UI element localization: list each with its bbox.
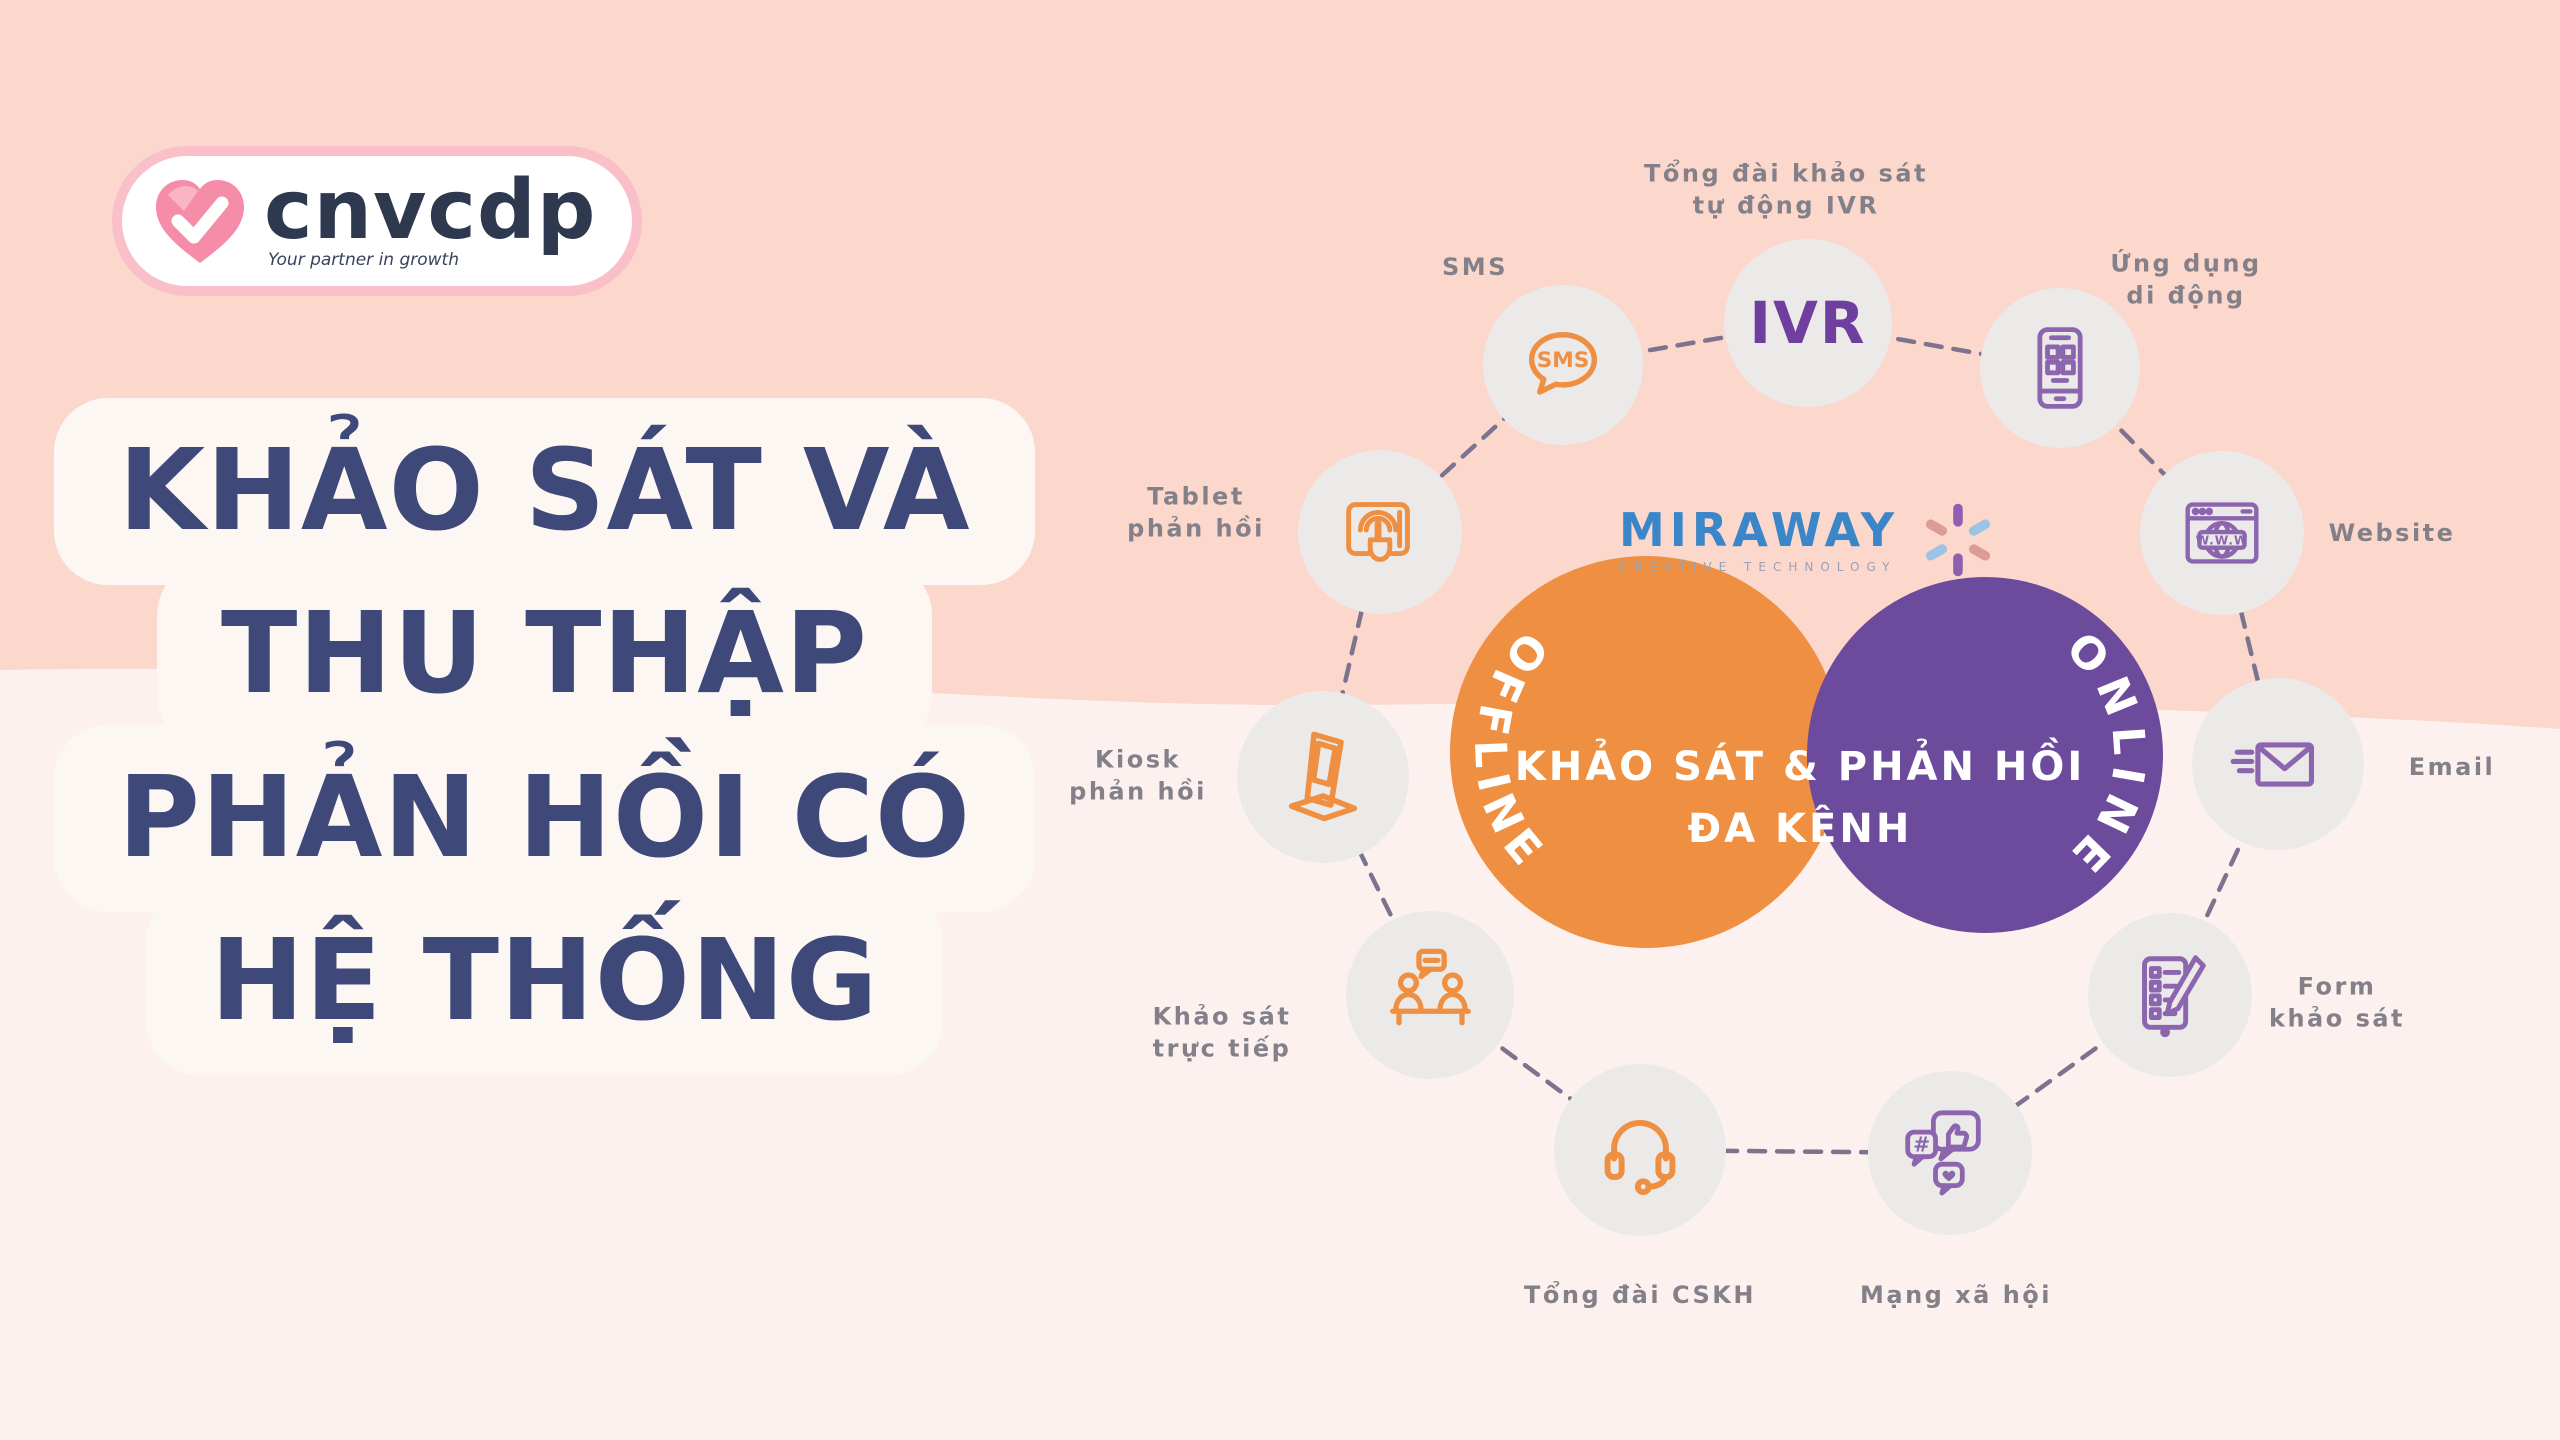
svg-text:W.W.W: W.W.W bbox=[2196, 533, 2249, 547]
node-label-call-center: Tổng đài CSKH bbox=[1524, 1280, 1756, 1309]
sms-bubble-icon: SMS bbox=[1528, 332, 1598, 395]
headline-line: HỆ THỐNG bbox=[146, 888, 943, 1076]
node-label-tablet: Tablet phản hồi bbox=[1127, 482, 1265, 543]
cnvcdp-brand-name: cnvcdp bbox=[264, 163, 597, 259]
node-label-social-media: Mạng xã hội bbox=[1859, 1280, 2053, 1309]
headline-line: THU THẬP bbox=[157, 561, 932, 749]
node-email bbox=[2192, 678, 2364, 850]
people-meeting-icon bbox=[1389, 948, 1471, 1025]
node-mobile-app bbox=[1980, 288, 2140, 448]
heart-icon bbox=[156, 180, 244, 263]
svg-text:SMS: SMS bbox=[1537, 348, 1590, 373]
node-label-direct-survey: Khảo sát trực tiếp bbox=[1152, 1002, 1292, 1063]
cnvcdp-wordmark: cnvcdp Your partner in growth bbox=[264, 163, 597, 270]
node-ivr: IVR bbox=[1724, 239, 1892, 407]
node-direct-survey bbox=[1346, 911, 1514, 1079]
headline: KHẢO SÁT VÀ THU THẬP PHẢN HỒI CÓ HỆ THỐN… bbox=[52, 398, 1037, 1076]
offline-circle bbox=[1450, 556, 1842, 948]
node-label-email: Email bbox=[2408, 752, 2496, 781]
node-label-ivr: Tổng đài khảo sát tự động IVR bbox=[1644, 159, 1928, 220]
social-bubbles-icon: # bbox=[1904, 1109, 1981, 1195]
miraway-logo: MIRAWAY CREATIVE TECHNOLOGY bbox=[1619, 497, 2001, 583]
node-label-survey-form: Form khảo sát bbox=[2268, 972, 2406, 1033]
headset-icon bbox=[1604, 1120, 1676, 1196]
kiosk-icon bbox=[1288, 731, 1358, 822]
miraway-wordmark: MIRAWAY CREATIVE TECHNOLOGY bbox=[1619, 507, 1899, 574]
venn-title-line2: ĐA KÊNH bbox=[1688, 804, 1913, 852]
online-circle bbox=[1807, 577, 2163, 933]
node-label-mobile-app: Ứng dụng di động bbox=[2110, 249, 2262, 310]
node-website: W.W.W bbox=[2140, 451, 2304, 615]
node-survey-form bbox=[2088, 913, 2252, 1077]
tablet-touch-icon bbox=[1346, 502, 1410, 562]
browser-www-icon: W.W.W bbox=[2185, 502, 2259, 564]
node-label-sms: SMS bbox=[1442, 252, 1508, 281]
headline-line: KHẢO SÁT VÀ bbox=[54, 398, 1035, 586]
node-kiosk bbox=[1237, 691, 1409, 863]
node-sms: SMS bbox=[1483, 285, 1643, 445]
node-label-kiosk: Kiosk phản hồi bbox=[1069, 745, 1207, 806]
cnvcdp-tagline: Your partner in growth bbox=[268, 249, 460, 270]
envelope-icon bbox=[2230, 741, 2314, 787]
node-call-center bbox=[1554, 1064, 1726, 1236]
headline-line: PHẢN HỒI CÓ bbox=[53, 724, 1036, 913]
smartphone-icon bbox=[2037, 327, 2083, 409]
node-label-website: Website bbox=[2328, 518, 2456, 547]
miraway-spark-icon bbox=[1925, 503, 1991, 577]
miraway-brand-name: MIRAWAY bbox=[1618, 502, 1900, 557]
miraway-brand-subtitle: CREATIVE TECHNOLOGY bbox=[1618, 559, 1897, 574]
venn-title-line1: KHẢO SÁT & PHẢN HỒI bbox=[1515, 736, 2086, 790]
node-tablet bbox=[1298, 450, 1462, 614]
cnvcdp-logo: cnvcdp Your partner in growth bbox=[112, 146, 642, 296]
ivr-text: IVR bbox=[1749, 289, 1867, 357]
svg-text:#: # bbox=[1913, 1132, 1930, 1156]
form-pencil-icon bbox=[2142, 955, 2206, 1038]
node-social-media: # bbox=[1868, 1071, 2032, 1235]
